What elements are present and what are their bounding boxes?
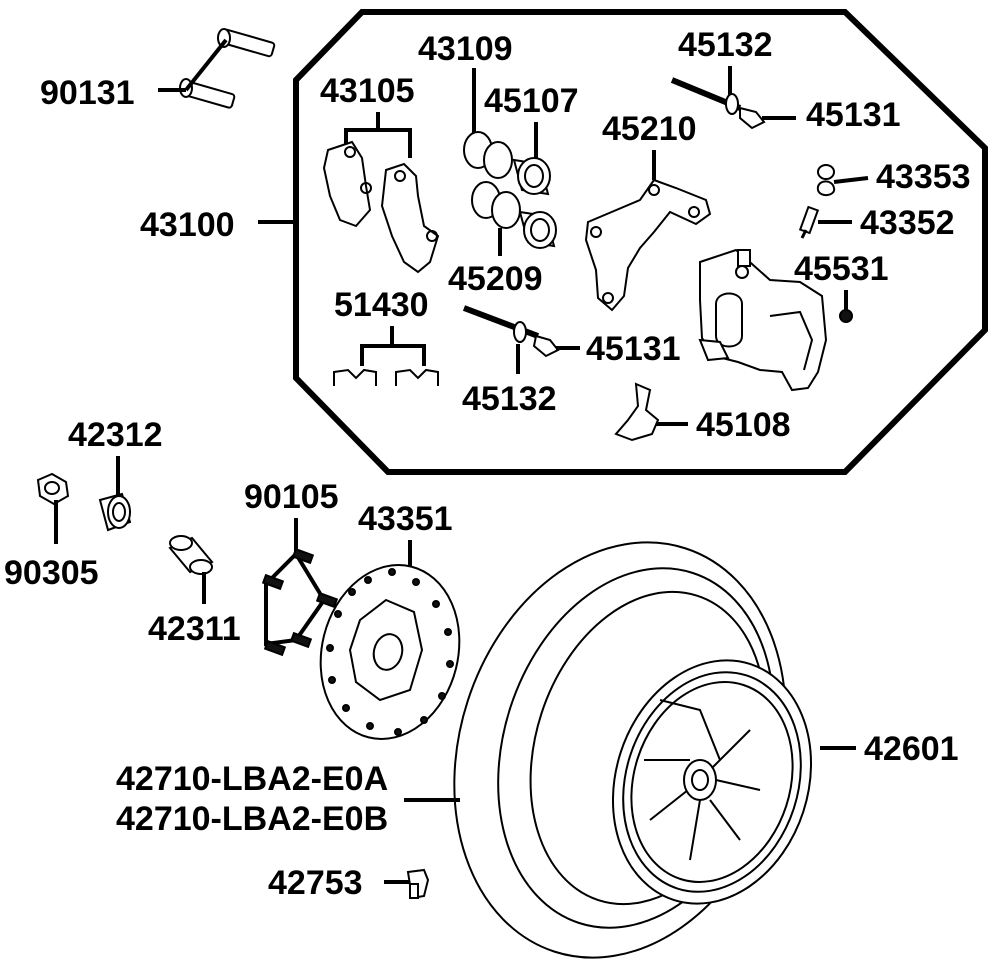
label-42601: 42601 [864,730,959,768]
tire-valve-42753 [406,868,430,900]
piston-seals [463,131,521,229]
bleeder-valve [798,205,820,239]
slide-pin-bottom [462,305,560,358]
label-43352: 43352 [860,204,955,242]
brake-pad-left [322,140,372,228]
pad-spring-left [333,368,377,386]
label-51430: 51430 [334,286,429,324]
caliper-bracket [584,178,712,312]
brake-disc [319,564,461,740]
label-45108: 45108 [696,406,791,444]
pistons [512,157,557,249]
bolt-90131-upper [217,28,276,58]
caliper-bolt-small [839,309,853,323]
label-43105: 43105 [320,72,415,110]
label-45132-top: 45132 [678,26,773,64]
label-43351: 43351 [358,500,453,538]
label-45209: 45209 [448,260,543,298]
bolt-90131-lower [179,78,236,109]
label-42753: 42753 [268,864,363,902]
label-42312: 42312 [68,416,163,454]
label-90105: 90105 [244,478,339,516]
label-43109: 43109 [418,30,513,68]
nut-90305 [36,472,70,506]
label-90131: 90131 [40,74,135,112]
brake-pad-right [380,162,440,274]
label-45132-bottom: 45132 [462,380,557,418]
label-45107: 45107 [484,82,579,120]
bleeder-cap [816,164,836,196]
label-42710-b: 42710-LBA2-E0B [116,800,388,838]
spacer-42311 [168,535,214,575]
collar-42312 [98,492,132,532]
label-45131-bottom: 45131 [586,330,681,368]
caliper-assembly-group-outline [293,9,988,475]
label-45531: 45531 [794,250,889,288]
disc-bolts-90105 [261,547,339,657]
caliper-clip [614,382,660,442]
label-43353: 43353 [876,158,971,196]
label-42710-a: 42710-LBA2-E0A [116,760,388,798]
pad-spring-right [395,368,439,386]
slide-pin-top [670,77,766,130]
caliper-body [698,248,828,392]
rear-wheel-rim [611,659,813,905]
label-43100: 43100 [140,206,235,244]
label-45210: 45210 [602,110,697,148]
label-42311: 42311 [148,610,241,648]
label-90305: 90305 [4,554,99,592]
label-45131-top: 45131 [806,96,901,134]
